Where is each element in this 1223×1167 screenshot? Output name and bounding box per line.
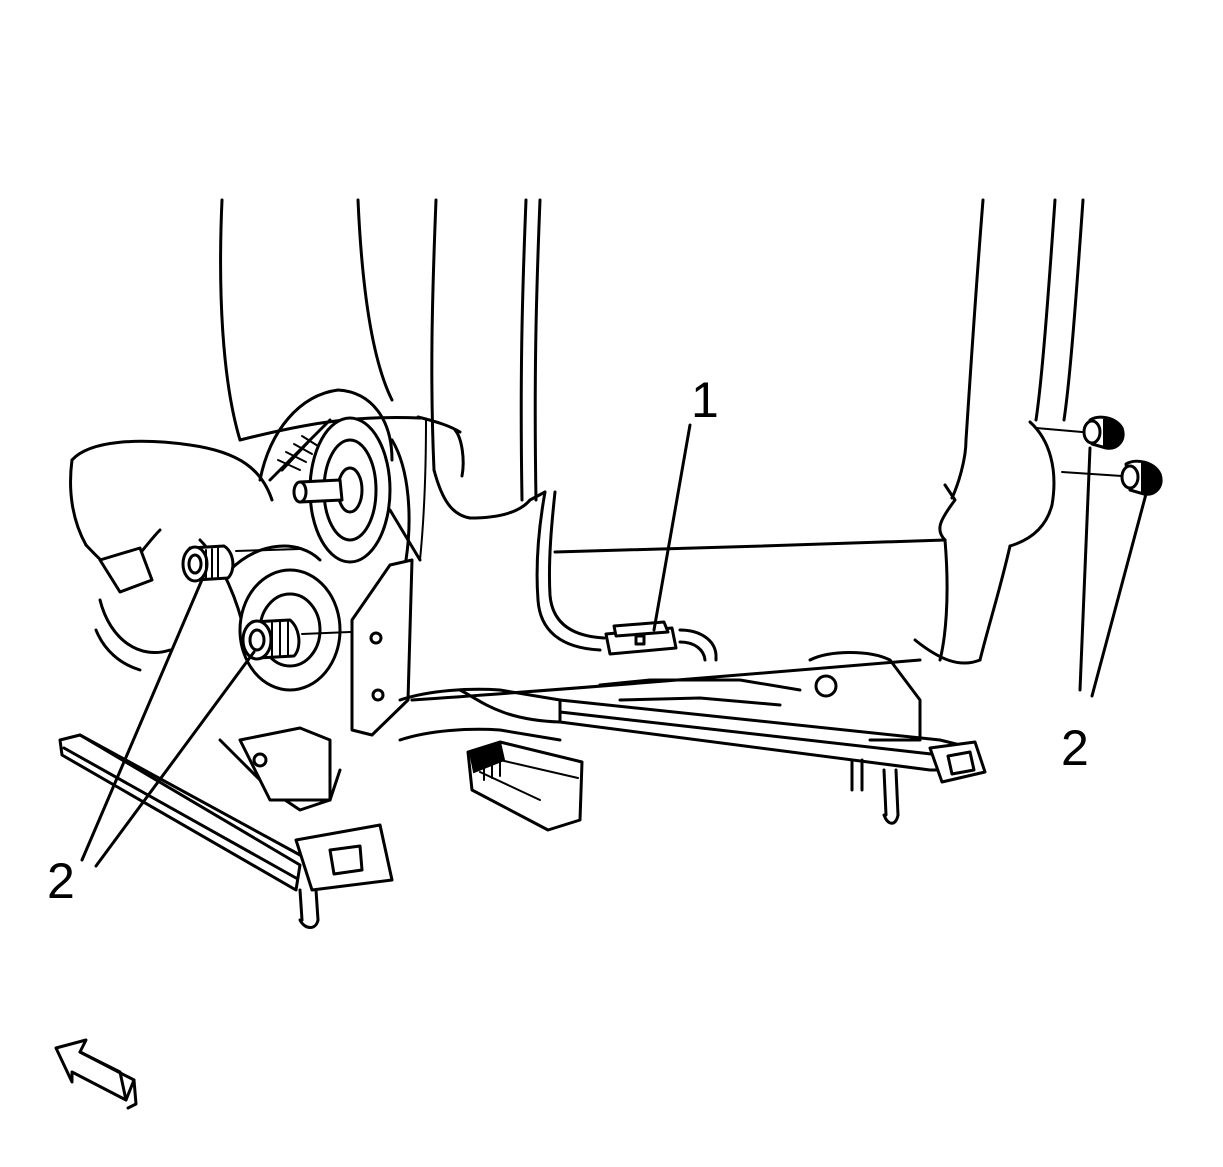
- recliner-mechanism: [258, 388, 422, 564]
- seatback-left-panel: [219, 198, 542, 561]
- seat-cross-frame: [218, 651, 922, 812]
- callout-label-2-right: 2: [1061, 720, 1089, 776]
- harness-connector: [604, 620, 678, 656]
- wiring-harness: [535, 490, 718, 662]
- mounting-bracket: [350, 558, 414, 737]
- bolt-lower-right: [1120, 459, 1163, 496]
- leader-lines: [80, 423, 1148, 868]
- bolt-upper-left: [181, 544, 235, 583]
- bolt-axis-upper-right: [1035, 427, 1083, 433]
- callout-label-1: 1: [691, 372, 719, 428]
- callout-label-2-left: 2: [47, 853, 75, 909]
- bolt-axis-lower-left: [301, 631, 351, 635]
- bolt-upper-right: [1082, 415, 1125, 450]
- bolt-axis-lower-right: [1061, 471, 1123, 477]
- seatback-right-panel: [950, 198, 1085, 548]
- seat-track-left: [58, 733, 394, 929]
- forward-arrow-icon: [54, 1038, 138, 1110]
- bolt-axis-upper-left: [235, 548, 301, 552]
- seat-cushion: [410, 415, 1012, 702]
- seat-module: [466, 740, 584, 832]
- bolt-lower-left: [241, 618, 301, 661]
